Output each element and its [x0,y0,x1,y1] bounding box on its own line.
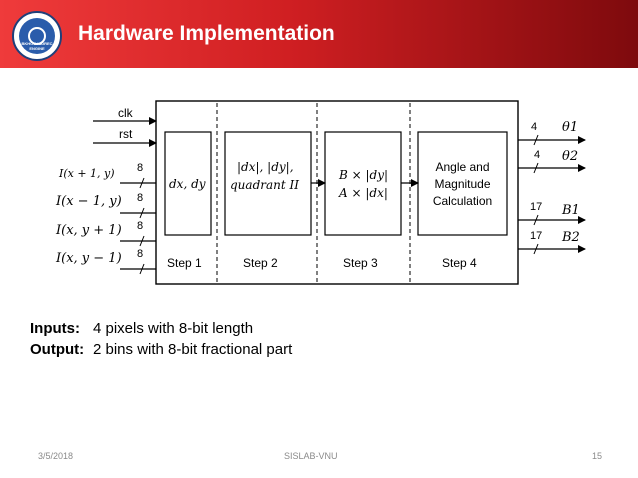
output-width-2: 4 [534,149,541,161]
inputs-heading: Inputs: [30,320,80,337]
output-label-2: θ2 [562,149,579,164]
step3-content-line2: A × |dx| [339,186,388,200]
logo-ring [28,27,46,45]
university-logo: BKHOC ICDREC ENGINE [12,11,62,61]
output-bus-4-slash [533,243,539,255]
output-description: 2 bins with 8-bit fractional part [93,341,293,358]
step4-content-line3: Calculation [432,194,493,208]
logo-text: BKHOC ICDREC ENGINE [21,41,53,51]
input-bus-1-slash [139,177,145,189]
output-bus-3-slash [533,214,539,226]
title-bar [0,0,638,68]
step3-label: Step 3 [343,256,378,270]
footer-organization: SISLAB-VNU [284,451,338,461]
input-width-2: 8 [137,192,144,204]
output-width-1: 4 [531,121,538,133]
input-width-3: 8 [137,220,144,232]
output-bus-2-slash [533,162,539,174]
output-label-1: θ1 [562,120,579,135]
step2-label: Step 2 [243,256,278,270]
input-width-4: 8 [137,248,144,260]
input-label-4: I(x, y − 1) [56,251,122,266]
step1-block [164,131,212,236]
input-bus-2-slash [139,207,145,219]
hardware-module-box [155,100,519,285]
output-width-4: 17 [530,230,543,242]
step3-content-line1: B × |dy| [339,168,389,182]
inputs-description: 4 pixels with 8-bit length [93,320,254,337]
step4-content-line2: Magnitude [434,177,491,191]
input-label-2: I(x − 1, y) [56,194,122,209]
step4-label: Step 4 [442,256,477,270]
step2-content-line1: |dx|, |dy|, [237,160,294,174]
output-width-3: 17 [530,201,543,213]
step1-label: Step 1 [167,256,202,270]
input-bus-3-slash [139,235,145,247]
output-heading: Output: [30,341,85,358]
footer-page-number: 15 [592,451,603,461]
clk-label: clk [118,106,133,120]
step1-content: dx, dy [169,177,206,191]
input-width-1: 8 [137,162,144,174]
input-label-1: I(x + 1, y) [59,167,115,180]
slide-title: Hardware Implementation [78,22,335,45]
logo-emblem: BKHOC ICDREC ENGINE [19,18,55,54]
output-label-3: B1 [562,203,580,218]
step2-content-line2: quadrant II [230,178,299,192]
footer-date: 3/5/2018 [38,451,74,461]
step3-block [324,131,402,236]
output-bus-1-slash [533,134,539,146]
rst-label: rst [119,127,133,141]
input-bus-4-slash [139,263,145,275]
step4-content-line1: Angle and [435,160,490,174]
input-label-3: I(x, y + 1) [56,223,122,238]
output-label-4: B2 [562,230,580,245]
